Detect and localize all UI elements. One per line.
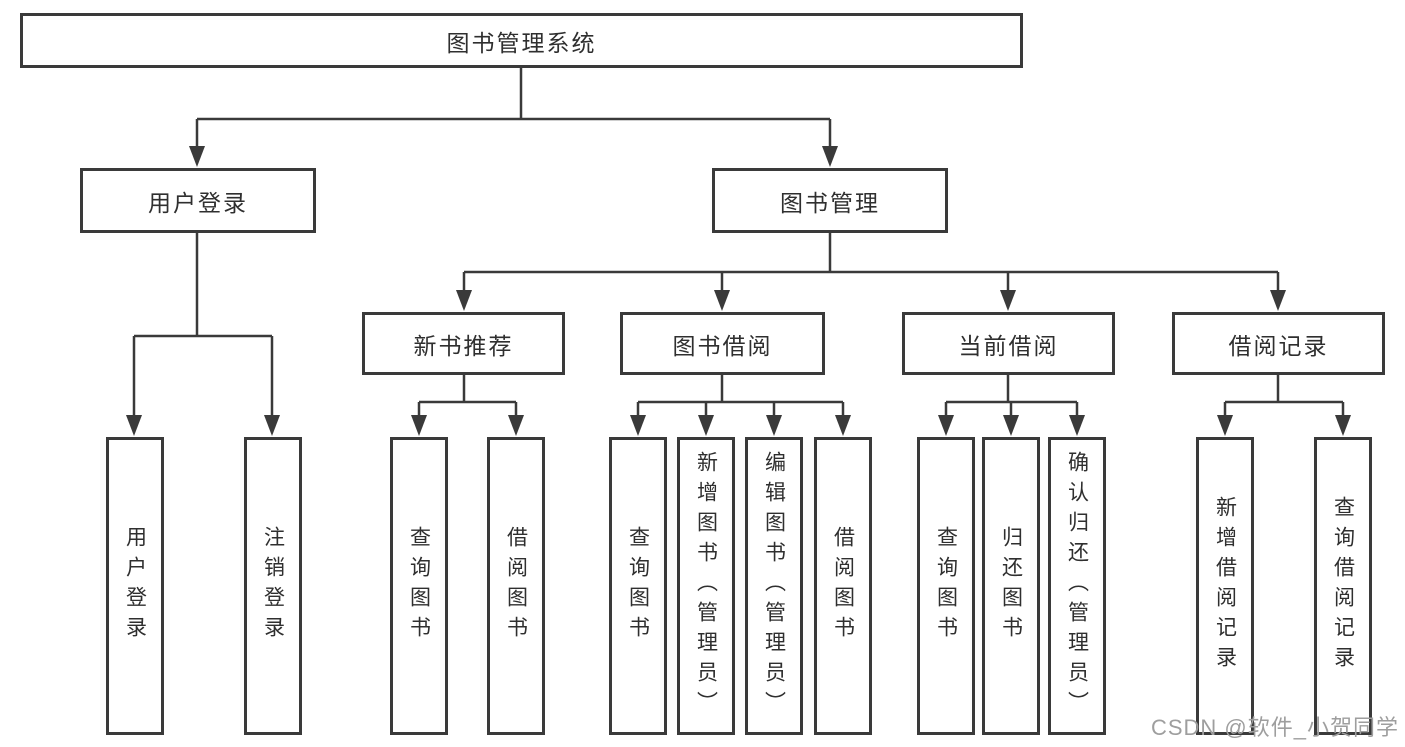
node-library-management-system: 图书管理系统 [20,13,1023,68]
leaf-user-login: 用户登录 [106,437,164,735]
node-book-borrow: 图书借阅 [620,312,825,375]
node-user-login: 用户登录 [80,168,316,233]
leaf-label: 新增借阅记录 [1213,496,1237,676]
leaf-label: 查询图书 [626,526,650,646]
leaf-logout: 注销登录 [244,437,302,735]
node-borrow-records: 借阅记录 [1172,312,1385,375]
leaf-query-books-borrow: 查询图书 [609,437,667,735]
leaf-label: 归还图书 [999,526,1023,646]
leaf-confirm-return-admin: 确认归还（管理员） [1048,437,1106,735]
node-current-borrow: 当前借阅 [902,312,1115,375]
leaf-add-books-admin: 新增图书（管理员） [677,437,735,735]
leaf-query-borrow-record: 查询借阅记录 [1314,437,1372,735]
node-book-management: 图书管理 [712,168,948,233]
node-label: 图书管理 [780,189,880,216]
node-label: 图书借阅 [672,332,773,359]
leaf-label: 查询借阅记录 [1331,496,1355,676]
leaf-label: 借阅图书 [504,526,528,646]
leaf-borrow-books: 借阅图书 [814,437,872,735]
leaf-borrow-books-recommend: 借阅图书 [487,437,545,735]
leaf-add-borrow-record: 新增借阅记录 [1196,437,1254,735]
leaf-return-books: 归还图书 [982,437,1040,735]
node-label: 图书管理系统 [446,29,597,56]
leaf-label: 新增图书（管理员） [694,451,718,721]
csdn-watermark: CSDN @软件_小贺同学 [1150,715,1399,740]
leaf-label: 注销登录 [261,526,285,646]
node-label: 当前借阅 [958,332,1059,359]
leaf-label: 编辑图书（管理员） [762,451,786,721]
leaf-label: 查询图书 [934,526,958,646]
node-label: 新书推荐 [413,332,514,359]
node-label: 用户登录 [148,189,248,216]
leaf-label: 用户登录 [123,526,147,646]
leaf-label: 借阅图书 [831,526,855,646]
leaf-label: 确认归还（管理员） [1065,451,1089,721]
leaf-label: 查询图书 [407,526,431,646]
leaf-edit-books-admin: 编辑图书（管理员） [745,437,803,735]
node-new-book-recommend: 新书推荐 [362,312,565,375]
leaf-query-books-recommend: 查询图书 [390,437,448,735]
node-label: 借阅记录 [1228,332,1329,359]
leaf-query-books-current: 查询图书 [917,437,975,735]
